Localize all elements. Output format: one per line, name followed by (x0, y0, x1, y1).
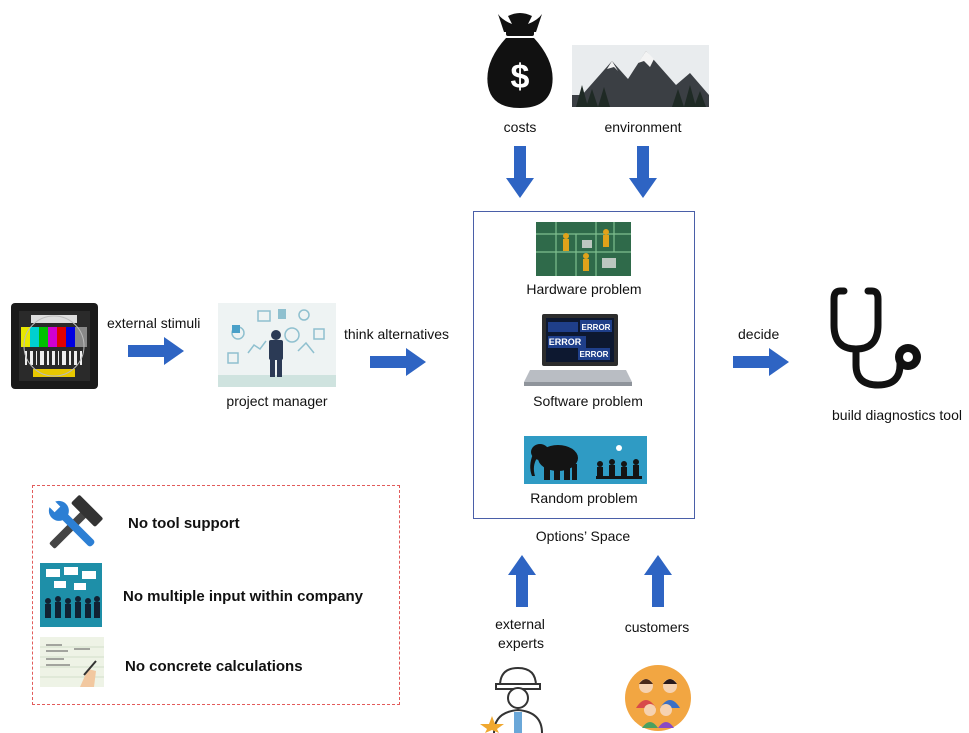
people-group-icon (624, 664, 692, 732)
random-problem-label: Random problem (530, 490, 638, 506)
legend-box (32, 485, 400, 705)
arrow-environment-down (629, 146, 657, 198)
error-text-2: ERROR (582, 323, 611, 332)
customers-label: customers (624, 619, 690, 635)
meeting-people-icon (40, 563, 102, 627)
environment-label: environment (604, 119, 682, 135)
hammer-wrench-icon (42, 493, 104, 557)
options-space-caption: Options’ Space (535, 528, 631, 544)
tv-test-pattern-icon (11, 303, 98, 389)
hardware-problem-label: Hardware problem (526, 281, 642, 297)
arrow-costs-down (506, 146, 534, 198)
svg-text:$: $ (511, 58, 530, 96)
paper-calculation-icon (40, 637, 104, 687)
manager-whiteboard-icon (218, 303, 336, 387)
error-text-3: ERROR (580, 350, 609, 359)
legend-no-tool-support: No tool support (128, 515, 240, 532)
costs-label: costs (503, 119, 537, 135)
software-problem-label: Software problem (533, 393, 643, 409)
money-bag-icon: $ (484, 10, 556, 110)
elephant-in-room-icon (524, 436, 647, 484)
decide-label: decide (738, 326, 780, 342)
laptop-errors-icon: ERROR ERROR ERROR (524, 312, 632, 390)
think-alternatives-label: think alternatives (344, 326, 450, 342)
external-experts-label-line2: experts (498, 635, 544, 651)
options-space-box (473, 211, 695, 519)
arrow-stimuli (128, 337, 184, 365)
legend-no-concrete-calculations: No concrete calculations (125, 658, 303, 675)
arrow-decide (733, 348, 789, 376)
error-text-1: ERROR (549, 337, 582, 347)
expert-worker-icon (478, 662, 558, 733)
mountains-icon (572, 45, 709, 107)
arrow-think (370, 348, 426, 376)
arrow-experts-up (508, 555, 536, 607)
circuit-board-workers-icon (536, 222, 631, 276)
external-stimuli-label: external stimuli (107, 315, 201, 331)
arrow-customers-up (644, 555, 672, 607)
external-experts-label-line1: external (495, 616, 545, 632)
stethoscope-icon (830, 285, 938, 393)
project-manager-label: project manager (226, 393, 328, 409)
build-diagnostics-tool-label: build diagnostics tool (832, 407, 962, 423)
legend-no-multiple-input: No multiple input within company (123, 588, 363, 605)
